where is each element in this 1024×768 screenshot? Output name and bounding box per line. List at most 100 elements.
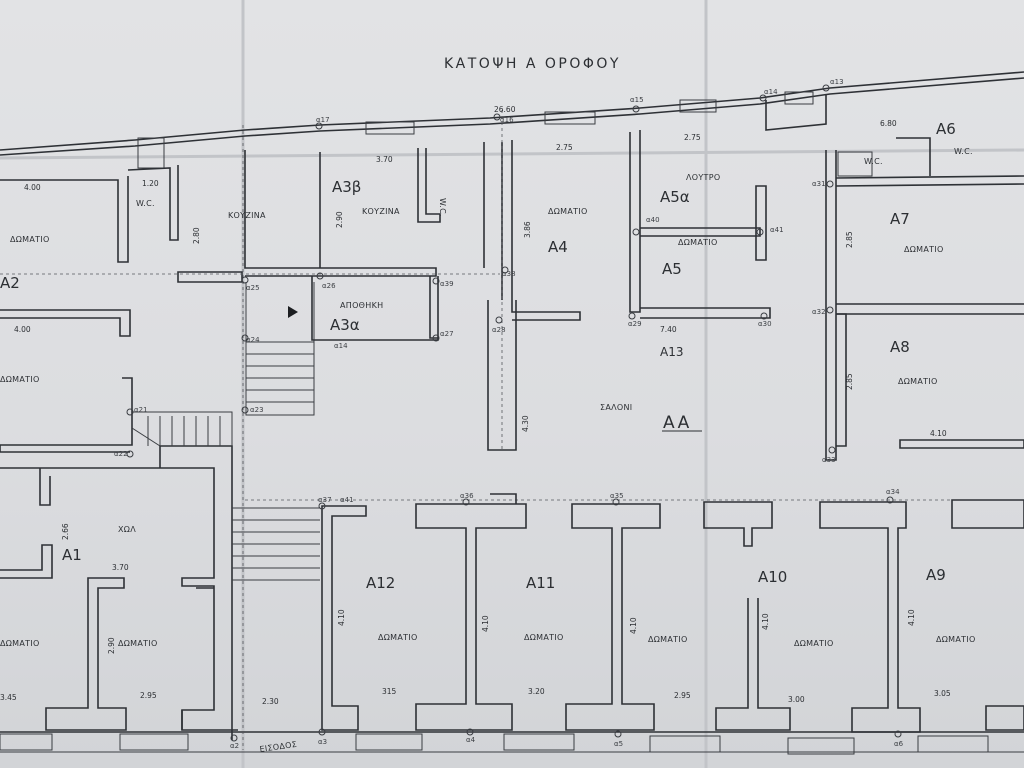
room-name-a12: ΔΩΜΑΤΙΟ xyxy=(378,633,418,642)
room-name-a2: ΔΩΜΑΤΙΟ xyxy=(10,235,50,244)
wc-box-1 xyxy=(837,151,873,177)
room-id-a3a: A3α xyxy=(330,316,360,334)
wall-a4-east xyxy=(629,130,641,313)
room-id-a2: A2 xyxy=(0,274,20,292)
pt-a41: α41 xyxy=(770,226,784,234)
dim-4-30: 4.30 xyxy=(521,415,530,432)
pt-a13: α13 xyxy=(830,78,844,86)
north-facade-inner xyxy=(0,77,1024,156)
wall-a1-rooms xyxy=(0,544,53,579)
pt-a33: α33 xyxy=(822,456,836,464)
label-wc-a6: W.C. xyxy=(864,157,883,166)
pt-a29: α29 xyxy=(628,320,642,328)
pt-a41-south: α41 xyxy=(340,496,354,504)
stair-arrow-icon xyxy=(288,306,298,318)
dim-1-20: 1.20 xyxy=(142,179,159,188)
pt-a22: α22 xyxy=(114,450,128,458)
north-facade-outer xyxy=(0,71,1024,151)
room-id-a3b: A3β xyxy=(332,178,361,196)
pt-a39: α39 xyxy=(440,280,454,288)
pt-a24: α24 xyxy=(246,336,260,344)
wall-column-center xyxy=(487,300,517,451)
wall-a2-mid xyxy=(0,309,131,337)
dim-4-10-d: 4.10 xyxy=(629,617,638,634)
room-name-a5: ΔΩΜΑΤΙΟ xyxy=(678,238,718,247)
dim-26-60: 26.60 xyxy=(494,105,516,114)
dim-7-40: 7.40 xyxy=(660,325,677,334)
room-name-a3b: ΚΟΥΖΙΝΑ xyxy=(362,207,400,216)
room-id-a12: A12 xyxy=(366,574,395,592)
wall-a5a-bottom xyxy=(640,227,761,237)
dim-2-75-a: 2.75 xyxy=(556,143,573,152)
grid-line-1 xyxy=(0,273,1024,501)
dim-3-00: 3.00 xyxy=(788,695,805,704)
room-id-a6: A6 xyxy=(936,120,956,138)
wall-east-block xyxy=(825,150,837,461)
room-id-a9: A9 xyxy=(926,566,946,584)
wall-wc-left xyxy=(127,165,179,241)
dim-4-10-c: 4.10 xyxy=(481,615,490,632)
wall-a1-stub xyxy=(39,468,51,506)
room-id-a11: A11 xyxy=(526,574,555,592)
balcony-railings xyxy=(0,733,989,755)
pt-a27: α27 xyxy=(440,330,454,338)
pt-a38: α38 xyxy=(502,270,516,278)
dim-3-45: 3.45 xyxy=(0,693,17,702)
room-id-a5a: A5α xyxy=(660,188,690,206)
dim-3-15: 315 xyxy=(382,687,397,696)
pt-a23: α23 xyxy=(250,406,264,414)
dim-4-10-a: 4.10 xyxy=(930,429,947,438)
room-name-a7: ΔΩΜΑΤΙΟ xyxy=(904,245,944,254)
dim-4-10-f: 4.10 xyxy=(907,609,916,626)
wall-a3a xyxy=(311,276,439,341)
room-name-a13: ΣΑΛΟΝΙ xyxy=(600,403,632,412)
label-room-west-2: ΔΩΜΑΤΙΟ xyxy=(0,375,40,384)
wall-wc-a3 xyxy=(417,148,441,223)
room-id-a13: A13 xyxy=(660,345,683,359)
wall-a5-east xyxy=(755,185,767,261)
window-north-3 xyxy=(544,111,596,125)
wall-stair-west xyxy=(159,445,233,740)
window-north-2 xyxy=(365,121,415,135)
stair-west xyxy=(131,411,233,447)
south-room-walls xyxy=(181,493,1024,733)
dim-4-10-b: 4.10 xyxy=(337,609,346,626)
pt-a16: α16 xyxy=(500,116,514,124)
wall-a6-wc xyxy=(896,137,931,176)
pt-a31: α31 xyxy=(812,180,826,188)
pt-a30: α30 xyxy=(758,320,772,328)
label-room-sw: ΔΩΜΑΤΙΟ xyxy=(0,639,40,648)
room-name-a3a: ΑΠΟΘΗΚΗ xyxy=(340,301,383,310)
dim-2-85-a: 2.85 xyxy=(845,231,854,248)
label-wc-left: W.C. xyxy=(136,199,155,208)
room-name-a10: ΔΩΜΑΤΙΟ xyxy=(794,639,834,648)
grid-line-2 xyxy=(242,110,503,750)
dim-2-95-b: 2.95 xyxy=(674,691,691,700)
dim-2-66: 2.66 xyxy=(61,523,70,540)
wall-a6-bottom xyxy=(835,175,1024,179)
pt-a37: α37 xyxy=(318,496,332,504)
room-name-a6: W.C. xyxy=(954,147,973,156)
pt-a14-stair: α14 xyxy=(334,342,348,350)
wall-a1-east xyxy=(0,467,215,730)
dim-6-80: 6.80 xyxy=(880,119,897,128)
pt-a2: α2 xyxy=(230,742,239,750)
dim-2-75-b: 2.75 xyxy=(684,133,701,142)
dim-2-90-b: 2.90 xyxy=(107,637,116,654)
pt-a14: α14 xyxy=(764,88,778,96)
pt-a3: α3 xyxy=(318,738,327,746)
wall-a3b-bottom xyxy=(244,150,437,277)
label-room-south-3: ΔΩΜΑΤΙΟ xyxy=(648,635,688,644)
pt-a35: α35 xyxy=(610,492,624,500)
dim-3-70-b: 3.70 xyxy=(112,563,129,572)
stair-center xyxy=(232,282,320,581)
label-wc-a3: W.C. xyxy=(438,198,447,217)
pt-a25: α25 xyxy=(246,284,260,292)
pt-a40: α40 xyxy=(646,216,660,224)
pt-a15: α15 xyxy=(630,96,644,104)
pt-a6: α6 xyxy=(894,740,904,748)
dim-3-05: 3.05 xyxy=(934,689,951,698)
dim-2-30: 2.30 xyxy=(262,697,279,706)
window-north-4 xyxy=(679,99,717,113)
